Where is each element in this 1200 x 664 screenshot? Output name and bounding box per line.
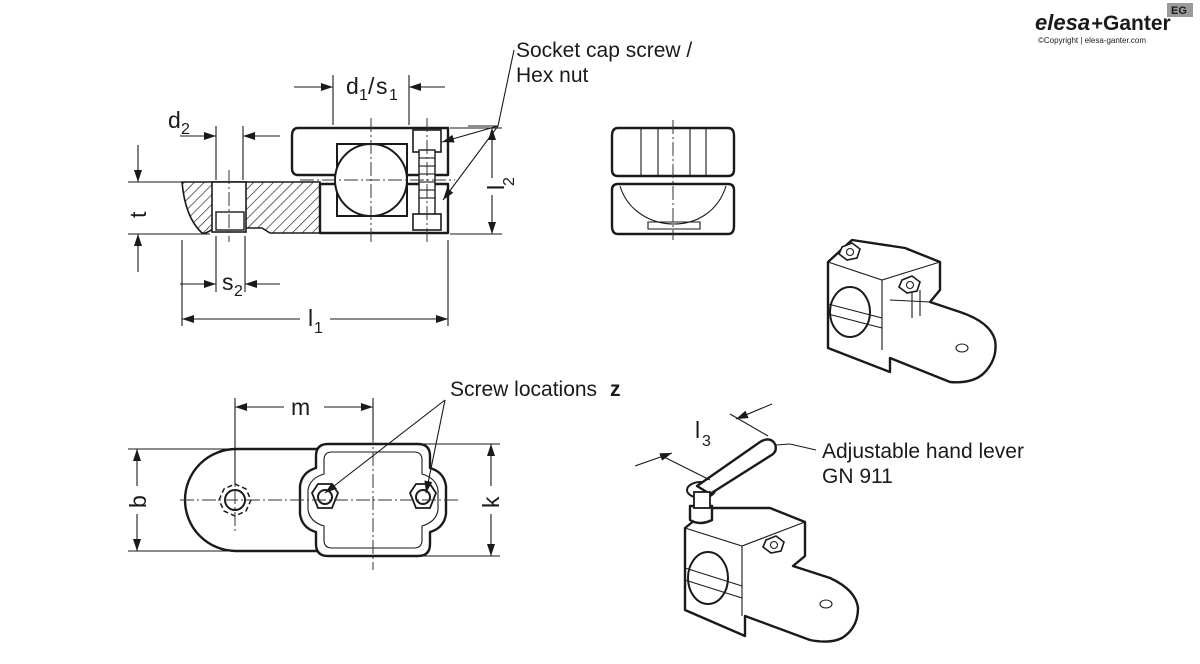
dim-d2-sub: 2	[181, 121, 190, 138]
dim-b: b	[125, 495, 151, 508]
iso-screw-2	[898, 275, 921, 294]
label-gn-911: GN 911	[822, 465, 893, 488]
front-view	[610, 120, 736, 240]
dim-s1-sub: 1	[389, 87, 398, 104]
front-arm-curve	[619, 185, 727, 225]
dim-l3: l	[695, 417, 700, 443]
dim-d1-sub: 1	[359, 87, 368, 104]
leader-screw-locations: Screw locations z	[324, 378, 621, 494]
base-arm-section	[181, 181, 321, 234]
lever-handle	[695, 438, 778, 496]
logo-copyright: ©Copyright | elesa-ganter.com	[1038, 36, 1146, 45]
brand-logo: elesa + Ganter EG ©Copyright | elesa-gan…	[1035, 3, 1193, 45]
dim-s2-sub: 2	[234, 283, 243, 300]
logo-elesa: elesa	[1035, 10, 1090, 35]
dim-m: m	[291, 394, 310, 420]
dim-l2-sub: 2	[501, 177, 518, 186]
iso2-screw	[762, 535, 785, 554]
label-socket-cap-screw: Socket cap screw /	[516, 39, 692, 62]
dim-l2: l	[483, 185, 509, 190]
label-screw-locations-z: z	[610, 378, 621, 401]
dim-slash: /	[368, 73, 375, 99]
dim-l3-sub: 3	[702, 433, 711, 450]
label-screw-locations: Screw locations	[450, 378, 597, 401]
leader-hand-lever: Adjustable hand lever GN 911	[775, 440, 1024, 488]
screw-head-seat	[215, 211, 245, 231]
lever-hub	[688, 504, 714, 525]
dim-d1: d	[346, 73, 359, 99]
iso-screw-1	[838, 242, 861, 261]
logo-plus: +	[1091, 13, 1103, 35]
iso-arm-hole	[955, 343, 969, 353]
dim-s1: s	[376, 73, 388, 99]
side-section-view: d 1 / s 1 d 2 t l 2 s 2	[125, 73, 518, 337]
dim-l1-sub: 1	[314, 320, 323, 337]
isometric-view-lever	[683, 438, 860, 643]
iso-bore	[829, 286, 871, 338]
isometric-view-clamp	[826, 238, 997, 384]
plan-view: m b k	[125, 394, 504, 570]
iso2-bore	[687, 551, 729, 605]
logo-badge: EG	[1171, 5, 1187, 17]
dim-d2: d	[168, 107, 181, 133]
dim-k: k	[478, 496, 504, 508]
dim-t: t	[125, 211, 151, 218]
logo-badge-box	[1167, 3, 1193, 17]
dim-l1: l	[308, 305, 313, 331]
label-hex-nut: Hex nut	[516, 64, 589, 87]
label-hand-lever: Adjustable hand lever	[822, 440, 1024, 463]
dim-s2: s	[222, 269, 234, 295]
logo-ganter: Ganter	[1103, 12, 1171, 35]
leader-socket-cap-screw: Socket cap screw / Hex nut	[441, 39, 692, 201]
dim-l3-group: l 3	[634, 403, 773, 481]
iso2-arm-hole	[819, 599, 833, 609]
